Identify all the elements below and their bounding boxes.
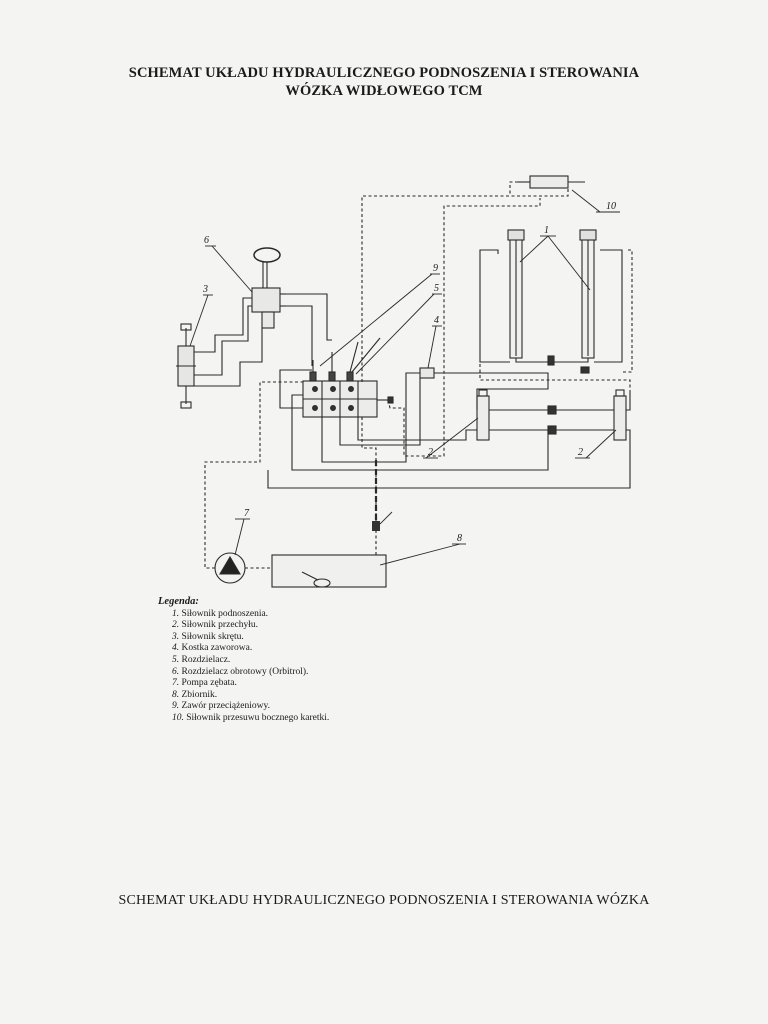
legend-item: 9. Zawór przeciążeniowy. — [172, 701, 271, 712]
legend: Legenda: 1. Siłownik podnoszenia. 2. Sił… — [158, 596, 329, 725]
valve-block — [419, 367, 435, 379]
callout-6: 6 — [204, 235, 209, 246]
title-line-2: WÓZKA WIDŁOWEGO TCM — [285, 83, 483, 99]
callout-7: 7 — [244, 508, 250, 519]
callout-8: 8 — [457, 533, 462, 544]
callout-2-left: 2 — [428, 447, 433, 458]
lift-cylinder-right — [579, 229, 597, 359]
legend-item: 8. Zbiornik. — [172, 689, 218, 700]
tank — [271, 554, 387, 588]
callout-3: 3 — [202, 284, 208, 295]
footer-caption: SCHEMAT UKŁADU HYDRAULICZNEGO PODNOSZENI… — [118, 893, 650, 908]
callout-1: 1 — [544, 225, 549, 236]
title-line-1: SCHEMAT UKŁADU HYDRAULICZNEGO PODNOSZENI… — [128, 65, 640, 81]
callout-5: 5 — [434, 283, 439, 294]
callout-10: 10 — [606, 201, 616, 212]
steering-cylinder — [176, 323, 196, 409]
callout-4: 4 — [434, 315, 439, 326]
return-filter — [372, 521, 380, 531]
lift-cylinder-left — [507, 229, 525, 359]
legend-item: 2. Siłownik przechyłu. — [172, 620, 259, 631]
legend-item: 6. Rozdzielacz obrotowy (Orbitrol). — [172, 666, 309, 677]
legend-item: 1. Siłownik podnoszenia. — [172, 608, 269, 619]
control-valve — [302, 337, 394, 418]
gear-pump — [214, 552, 246, 584]
legend-item: 10. Siłownik przesuwu bocznego karetki. — [172, 712, 330, 723]
legend-item: 7. Pompa zębata. — [172, 678, 237, 689]
callout-2-right: 2 — [578, 447, 583, 458]
legend-item: 3. Siłownik skrętu. — [172, 631, 244, 642]
legend-heading: Legenda: — [158, 596, 199, 607]
tilt-cylinder-left — [476, 389, 614, 441]
page-title: SCHEMAT UKŁADU HYDRAULICZNEGO PODNOSZENI… — [0, 64, 768, 100]
tilt-cylinder-right — [613, 389, 627, 441]
callout-9: 9 — [433, 263, 438, 274]
orbitrol-valve — [251, 287, 286, 329]
side-shift-cylinder — [518, 175, 585, 189]
steering-wheel — [253, 247, 281, 288]
legend-item: 5. Rozdzielacz. — [172, 654, 231, 665]
legend-item: 4. Kostka zaworowa. — [172, 643, 253, 654]
